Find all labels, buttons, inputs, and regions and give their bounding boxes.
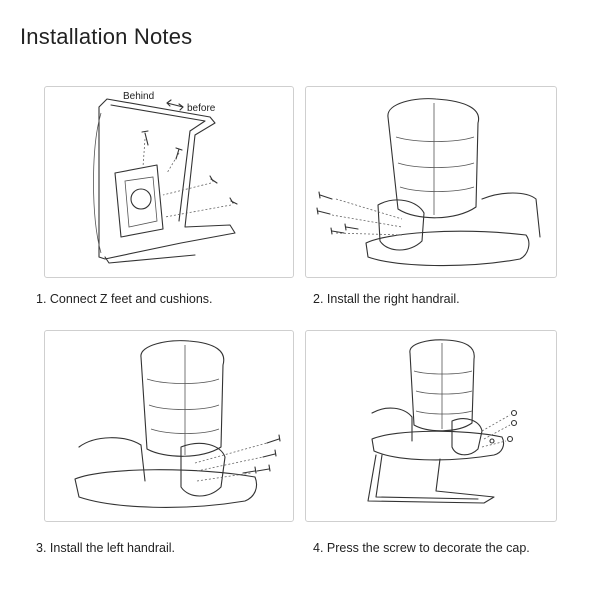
- page-title: Installation Notes: [20, 24, 193, 49]
- step-3-illustration-panel: [44, 330, 294, 522]
- step-2-caption: 2. Install the right handrail.: [313, 292, 460, 306]
- office-chair-drawing: [74, 340, 268, 508]
- screw-icons: [316, 191, 359, 235]
- visitor-chair-drawing: [367, 339, 511, 504]
- step-1-diagram: Behind before: [93, 91, 238, 264]
- step-4-illustration-panel: [305, 330, 557, 522]
- behind-label: Behind: [123, 91, 154, 102]
- office-chair-drawing: [331, 98, 541, 267]
- screw-cap-icons: [489, 409, 518, 444]
- step-1-caption: 1. Connect Z feet and cushions.: [36, 292, 213, 306]
- step-4-caption: 4. Press the screw to decorate the cap.: [313, 541, 530, 555]
- step-3-diagram: [74, 340, 281, 508]
- seat-frame-drawing: [93, 98, 236, 264]
- step-3-caption: 3. Install the left handrail.: [36, 541, 175, 555]
- screw-icons: [141, 130, 238, 205]
- screw-icons: [242, 434, 281, 474]
- before-label: before: [187, 103, 216, 114]
- step-2-illustration-panel: [305, 86, 557, 278]
- step-2-diagram: [316, 98, 541, 267]
- direction-arrow-icon: [166, 99, 184, 111]
- step-4-diagram: [367, 339, 518, 504]
- step-1-illustration-panel: Behind before: [44, 86, 294, 278]
